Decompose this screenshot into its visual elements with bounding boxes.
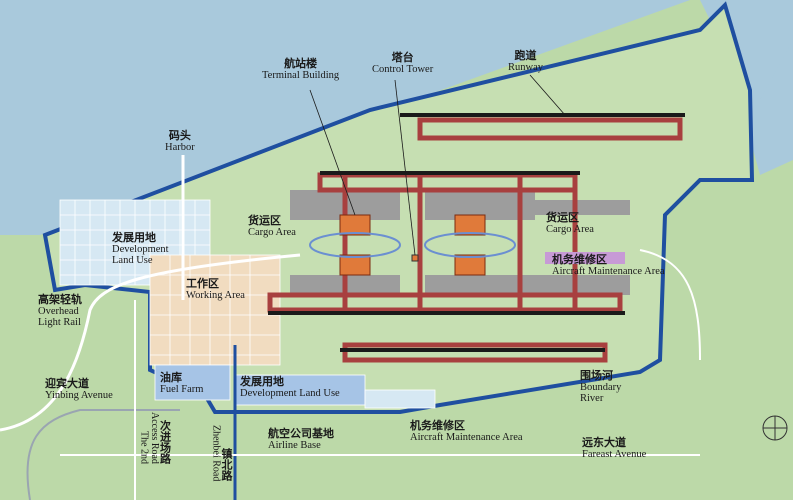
working-area-grid	[149, 254, 281, 366]
aprons	[290, 190, 630, 295]
control-tower-mark	[411, 254, 419, 262]
yinbing-avenue-line	[26, 409, 180, 500]
maint-south-block	[364, 389, 436, 409]
terminal-east-loop	[424, 232, 516, 258]
callout-lines	[309, 74, 566, 256]
maintenance-area-east	[545, 252, 625, 264]
second-access-road-label: The 2ndAccess Road次进场路	[138, 412, 172, 464]
terminal-west-loop	[309, 232, 401, 258]
boundary-river-east	[639, 249, 701, 361]
fuel-farm-block	[154, 364, 231, 401]
taxiways	[267, 117, 683, 363]
overhead-light-rail	[0, 253, 301, 432]
runways	[268, 113, 685, 352]
zhenbei-road-label: Zhenbei Road镇北路	[210, 425, 234, 482]
terminals	[339, 214, 486, 276]
river-north	[715, 0, 793, 100]
compass-icon	[762, 415, 788, 441]
